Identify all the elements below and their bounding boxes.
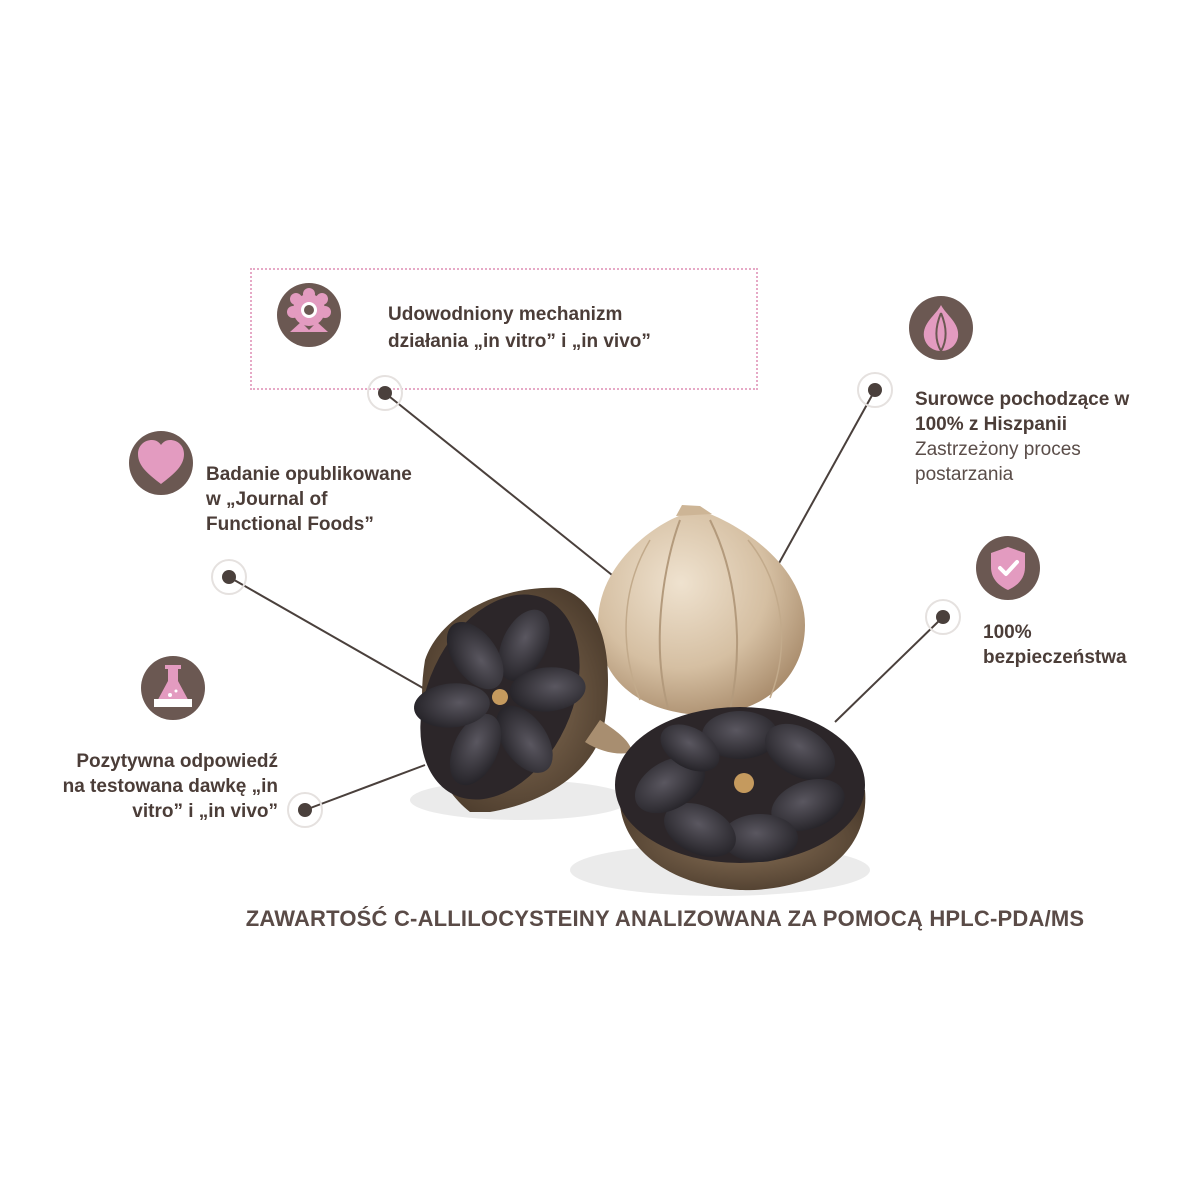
connector-line-response — [304, 764, 426, 811]
feature-safety: 100% bezpieczeństwa — [983, 620, 1127, 670]
footer-caption: ZAWARTOŚĆ C-ALLILOCYSTEINY ANALIZOWANA Z… — [245, 906, 1085, 931]
connector-dot-spain — [857, 372, 893, 408]
feature-mechanism-line2: działania „in vitro” i „in vivo” — [388, 331, 651, 352]
feature-spain-line2: 100% z Hiszpanii — [915, 414, 1068, 435]
feature-journal-line2: w „Journal of — [206, 489, 328, 510]
feature-spain: Surowce pochodzące w 100% z Hiszpanii Za… — [915, 387, 1129, 487]
feature-spain-line3: Zastrzeżony proces — [915, 439, 1081, 460]
connector-dot-mechanism — [367, 375, 403, 411]
heart-icon — [129, 431, 193, 495]
whole-garlic-bulb — [597, 505, 805, 716]
feature-safety-line2: bezpieczeństwa — [983, 647, 1127, 668]
connector-dot-safety — [925, 599, 961, 635]
shield-check-icon — [976, 536, 1040, 600]
feature-response-line3: vitro” i „in vivo” — [132, 801, 278, 822]
highlight-box — [250, 268, 758, 390]
flower-gear-icon — [277, 283, 341, 347]
connector-line-mechanism — [384, 392, 613, 576]
feature-journal-line1: Badanie opublikowane — [206, 464, 412, 485]
feature-mechanism-line1: Udowodniony mechanizm — [388, 304, 623, 325]
connector-line-spain — [777, 389, 876, 566]
feature-spain-line4: postarzania — [915, 464, 1014, 485]
black-garlic-half-right — [615, 707, 866, 891]
feature-journal-line3: Functional Foods” — [206, 514, 374, 535]
feature-safety-line1: 100% — [983, 622, 1032, 643]
connector-dot-journal — [211, 559, 247, 595]
connector-dot-response — [287, 792, 323, 828]
connector-line-safety — [834, 616, 944, 723]
black-garlic-half-left — [414, 587, 632, 812]
feature-response-line1: Pozytywna odpowiedź — [76, 751, 278, 772]
feature-response: Pozytywna odpowiedź na testowana dawkę „… — [0, 749, 278, 824]
connector-line-journal — [228, 576, 431, 693]
garlic-icon — [909, 296, 973, 360]
feature-spain-line1: Surowce pochodzące w — [915, 389, 1130, 410]
feature-mechanism: Udowodniony mechanizm działania „in vitr… — [388, 302, 651, 354]
feature-journal: Badanie opublikowane w „Journal of Funct… — [206, 462, 412, 537]
feature-response-line2: na testowana dawkę „in — [62, 776, 278, 797]
flask-icon — [141, 656, 205, 720]
